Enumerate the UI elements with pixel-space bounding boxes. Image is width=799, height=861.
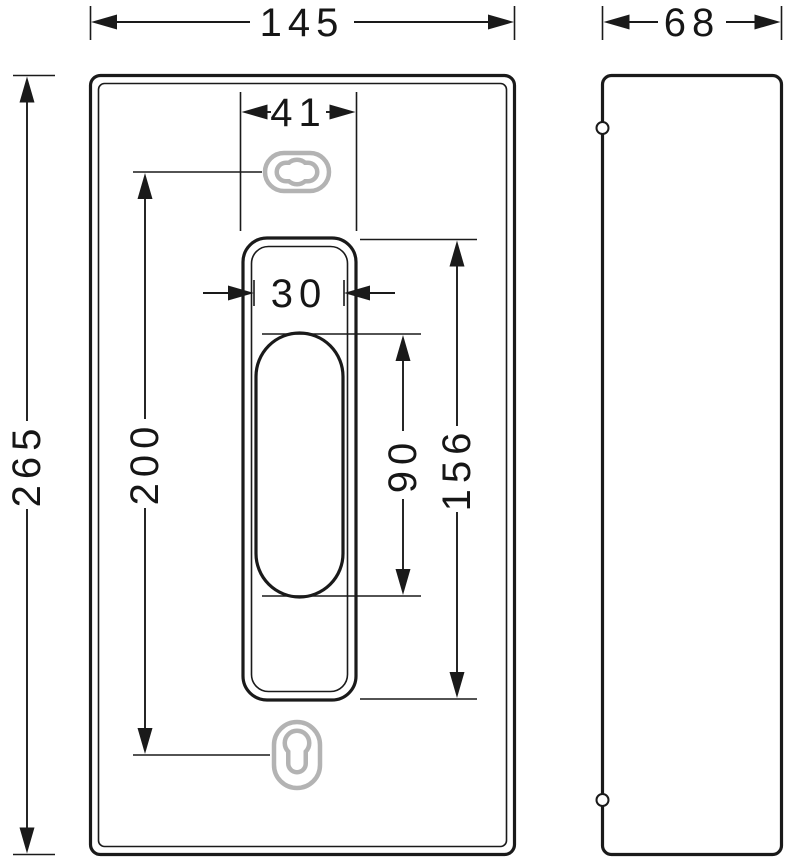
dimension-slot-height: 90 — [262, 333, 425, 597]
dimension-front-width: 145 — [89, 1, 516, 45]
side-view — [595, 73, 784, 857]
arrowhead-down-icon — [395, 569, 411, 595]
arrowhead-right-icon — [228, 285, 254, 301]
top-hole-keyhole-circle-fill — [287, 162, 307, 182]
arrowhead-up-icon — [395, 335, 411, 361]
arrowhead-up-icon — [449, 240, 465, 267]
arrowhead-up-icon — [137, 173, 153, 199]
dimension-front-height: 265 — [5, 74, 55, 856]
arrowhead-down-icon — [137, 728, 153, 754]
arrowhead-left-icon — [91, 14, 117, 30]
front-view-outline — [88, 73, 517, 857]
side-view-clip-bottom — [595, 793, 610, 807]
bottom-hole-outer — [271, 719, 323, 791]
dimension-depth: 68 — [601, 1, 783, 45]
dimension-cutout-width: 41 — [239, 91, 358, 231]
dimension-slot-height-label: 90 — [381, 437, 425, 494]
arrowhead-right-icon — [488, 14, 514, 30]
dimension-cutout-width-label: 41 — [270, 91, 327, 135]
dimension-hole-spacing: 200 — [123, 171, 270, 756]
side-view-outline — [600, 73, 784, 857]
opening-slot-outline — [254, 331, 345, 599]
dimension-slot-width: 30 — [203, 272, 395, 316]
arrowhead-right-icon — [754, 14, 781, 30]
dimension-slot-width-label: 30 — [271, 272, 328, 316]
arrowhead-down-icon — [449, 672, 465, 698]
bottom-hole-keyhole-slot-fill — [290, 740, 304, 770]
dimension-hole-spacing-label: 200 — [123, 421, 167, 506]
top-mounting-hole — [262, 150, 332, 194]
dimension-opening-height-label: 156 — [435, 427, 479, 512]
opening-outer-outline — [241, 236, 358, 702]
dimension-front-height-label: 265 — [5, 423, 49, 508]
front-view — [88, 73, 517, 857]
arrowhead-left-icon — [241, 104, 268, 120]
dimension-depth-label: 68 — [664, 1, 721, 45]
dimension-opening-height: 156 — [360, 238, 479, 700]
arrowhead-right-icon — [329, 104, 356, 120]
front-view-inner-line — [97, 82, 508, 848]
arrowhead-left-icon — [344, 285, 370, 301]
top-hole-outer — [262, 150, 332, 194]
arrowhead-left-icon — [603, 14, 630, 30]
arrowhead-down-icon — [19, 827, 35, 854]
bottom-mounting-hole — [271, 719, 323, 791]
tissue-opening — [241, 236, 358, 702]
opening-inner-line — [250, 245, 349, 693]
dimension-front-width-label: 145 — [260, 1, 345, 45]
arrowhead-up-icon — [19, 76, 35, 103]
side-view-clip-top — [595, 121, 610, 135]
